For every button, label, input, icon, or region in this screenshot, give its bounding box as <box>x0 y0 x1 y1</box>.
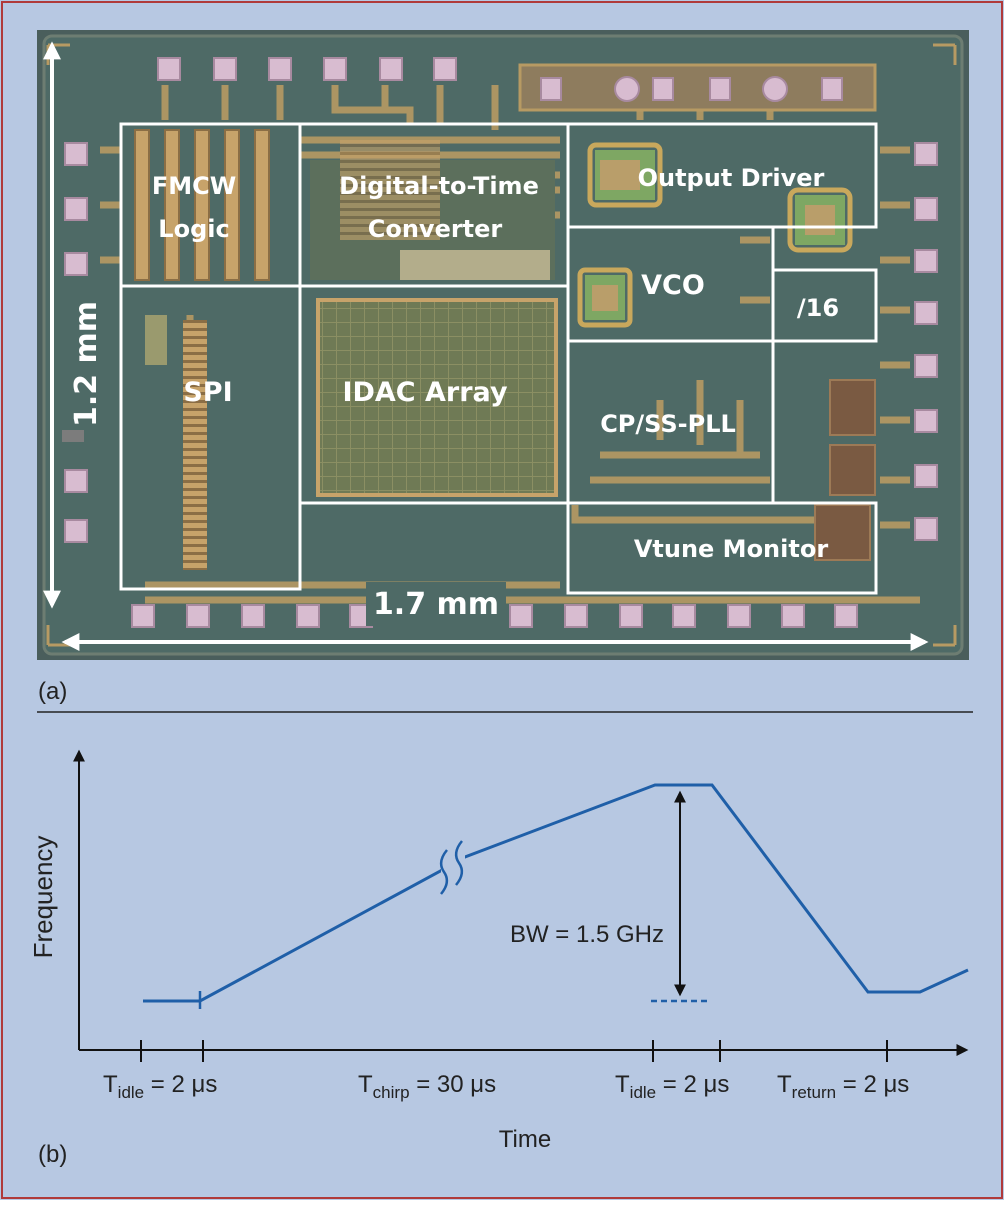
width-dimension-label: 1.7 mm <box>373 587 499 622</box>
time-label-idle-2-symbol: T <box>615 1071 630 1098</box>
block-label-divider: /16 <box>797 294 839 322</box>
block-label-vco: VCO <box>641 270 705 301</box>
time-label-return-subscript: return <box>792 1083 836 1102</box>
time-label-chirp-value: = 30 μs <box>410 1071 497 1098</box>
time-label-idle-2-subscript: idle <box>630 1083 656 1102</box>
time-label-chirp-symbol: T <box>358 1071 373 1098</box>
time-label-return: Treturn = 2 μs <box>777 1071 909 1102</box>
block-outlines <box>119 122 878 595</box>
x-axis-label: Time <box>499 1126 551 1153</box>
time-label-idle-2: Tidle = 2 μs <box>615 1071 729 1102</box>
time-label-idle-1-subscript: idle <box>118 1083 144 1102</box>
block-label-idac: IDAC Array <box>342 377 507 408</box>
panel-b-caption: (b) <box>38 1141 67 1168</box>
axis-break-symbol <box>439 840 464 895</box>
time-label-chirp: Tchirp = 30 μs <box>358 1071 496 1102</box>
vtune-monitor-outline <box>566 501 878 595</box>
block-label-dtc-1: Digital-to-Time <box>339 172 539 200</box>
block-label-fmcw-2: Logic <box>158 215 229 243</box>
bw-label-background <box>470 914 670 950</box>
block-label-dtc-2: Converter <box>368 215 503 243</box>
divider-outline <box>771 268 878 343</box>
block-label-cp-ss-pll: CP/SS-PLL <box>600 410 736 438</box>
height-label-background <box>62 290 107 430</box>
width-label-background <box>366 582 506 626</box>
y-axis-label: Frequency <box>28 836 58 959</box>
time-label-return-value: = 2 μs <box>836 1071 909 1098</box>
panel-a-caption: (a) <box>38 678 67 705</box>
time-label-idle-1: Tidle = 2 μs <box>103 1071 217 1102</box>
die-photo <box>37 30 969 660</box>
time-label-idle-2-value: = 2 μs <box>656 1071 729 1098</box>
time-label-return-symbol: T <box>777 1071 792 1098</box>
time-label-idle-1-value: = 2 μs <box>144 1071 217 1098</box>
block-label-vtune-monitor: Vtune Monitor <box>634 535 828 563</box>
time-ticks <box>140 1040 888 1062</box>
height-dimension-label: 1.2 mm <box>69 301 104 427</box>
block-label-spi: SPI <box>183 377 232 408</box>
chirp-waveform <box>143 783 969 1003</box>
time-label-idle-1-symbol: T <box>103 1071 118 1098</box>
block-label-fmcw-1: FMCW <box>152 172 236 200</box>
block-label-output-driver: Output Driver <box>638 164 825 192</box>
time-label-chirp-subscript: chirp <box>373 1083 410 1102</box>
bw-label: BW = 1.5 GHz <box>510 921 664 948</box>
